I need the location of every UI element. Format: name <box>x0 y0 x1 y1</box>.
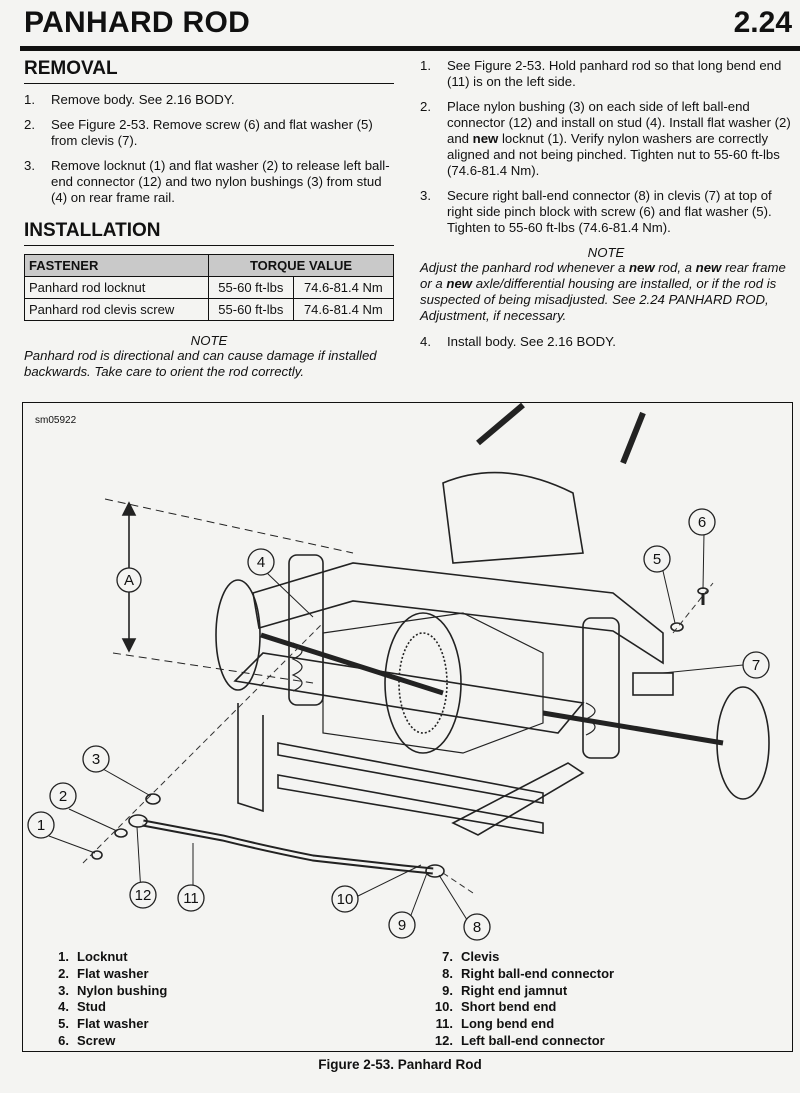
callout-4 <box>247 548 275 576</box>
callout-11 <box>177 884 205 912</box>
callout-6-label: 6 <box>698 514 706 531</box>
legend-item: 3.Nylon bushing <box>58 982 168 998</box>
removal-heading: REMOVAL <box>24 58 394 84</box>
legend-item: 1.Locknut <box>58 949 128 964</box>
left-column: REMOVAL 1.Remove body. See 2.16 BODY. 2.… <box>24 58 395 380</box>
note-text: Panhard rod is directional and can cause… <box>24 348 377 379</box>
callout-12 <box>129 881 157 909</box>
list-item: 4.Install body. See 2.16 BODY. <box>420 334 616 349</box>
callout-10 <box>331 885 359 913</box>
dimension-arrow-top <box>121 501 137 516</box>
clevis-block <box>632 672 674 696</box>
figure-caption: Figure 2-53. Panhard Rod <box>318 1057 482 1072</box>
right-frame-leg <box>451 762 585 836</box>
callout-11-label: 11 <box>183 890 199 907</box>
table-header-torque: TORQUE VALUE <box>208 254 394 277</box>
header-rule <box>20 46 800 51</box>
note2-text: Adjust the panhard rod whenever a new ro… <box>420 260 786 323</box>
table-row: Panhard rod clevis screw 55-60 ft-lbs 74… <box>24 298 395 321</box>
list-item: 1.See Figure 2-53. Hold panhard rod so t… <box>420 58 782 89</box>
callout-7-label: 7 <box>752 657 760 674</box>
callout-8 <box>463 913 491 941</box>
left-brake-disc <box>215 579 261 691</box>
callout-1 <box>27 811 55 839</box>
nylon-bushing <box>145 793 161 805</box>
list-item: 3.Remove locknut (1) and flat washer (2)… <box>24 158 390 205</box>
table-header-fastener: FASTENER <box>24 254 209 277</box>
legend-item: 4.Stud <box>58 999 106 1015</box>
page-title: PANHARD ROD <box>24 6 251 39</box>
figure-id: sm05922 <box>35 415 77 426</box>
callout-2 <box>49 782 77 810</box>
torque-table: FASTENER TORQUE VALUE Panhard rod locknu… <box>24 254 395 321</box>
list-item: 2.See Figure 2-53. Remove screw (6) and … <box>24 117 373 148</box>
callout-2-label: 2 <box>59 788 67 805</box>
legend-item: 11.Long bend end <box>435 1016 555 1032</box>
callout-9-label: 9 <box>398 917 406 934</box>
flat-washer-2 <box>114 828 128 838</box>
callout-7 <box>742 651 770 679</box>
installation-steps-cont: 4.Install body. See 2.16 BODY. <box>420 334 792 350</box>
differential-ring-gear <box>384 612 462 754</box>
callout-9 <box>388 911 416 939</box>
removal-steps: 1.Remove body. See 2.16 BODY. 2.See Figu… <box>24 92 394 206</box>
right-ball-end-connector <box>425 864 445 878</box>
dimension-arrow-bottom <box>121 638 137 653</box>
left-ball-end-connector <box>128 814 148 828</box>
locknut <box>91 850 103 860</box>
legend-item: 9.Right end jamnut <box>442 982 568 998</box>
callout-8-label: 8 <box>473 919 481 936</box>
flat-washer-5 <box>670 622 684 632</box>
legend-item: 10.Short bend end <box>434 999 557 1015</box>
installation-steps: 1.See Figure 2-53. Hold panhard rod so t… <box>420 58 792 236</box>
callout-3 <box>82 745 110 773</box>
note2-title: NOTE <box>587 245 625 260</box>
legend-item: 5.Flat washer <box>58 1016 149 1032</box>
upper-frame <box>252 562 664 665</box>
callout-3-label: 3 <box>92 751 100 768</box>
legend-right: 7.Clevis 8.Right ball-end connector 9.Ri… <box>429 949 614 1050</box>
figure-panel: sm05922 <box>22 402 793 1052</box>
callout-5-label: 5 <box>653 551 661 568</box>
dimension-a-badge <box>116 567 142 593</box>
list-item: 3.Secure right ball-end connector (8) in… <box>420 188 772 235</box>
legend-left: 1.Locknut 2.Flat washer 3.Nylon bushing … <box>45 949 167 1050</box>
dimension-a-label: A <box>124 572 134 589</box>
legend-item: 7.Clevis <box>442 949 500 964</box>
left-shock <box>288 554 324 706</box>
callout-6 <box>688 508 716 536</box>
callout-12-label: 12 <box>135 887 152 904</box>
legend-item: 6.Screw <box>58 1032 116 1048</box>
list-item: 2.Place nylon bushing (3) on each side o… <box>420 99 791 178</box>
table-row: Panhard rod locknut 55-60 ft-lbs 74.6-81… <box>24 276 395 299</box>
installation-heading: INSTALLATION <box>24 220 394 246</box>
legend-item: 12.Left ball-end connector <box>434 1032 605 1048</box>
legend-item: 8.Right ball-end connector <box>442 965 615 981</box>
callout-4-label: 4 <box>257 554 265 571</box>
left-frame-leg <box>237 703 264 813</box>
callout-10-label: 10 <box>337 891 354 908</box>
legend-item: 2.Flat washer <box>58 965 149 981</box>
callout-5 <box>643 545 671 573</box>
right-column: 1.See Figure 2-53. Hold panhard rod so t… <box>420 58 792 359</box>
list-item: 1.Remove body. See 2.16 BODY. <box>24 92 235 107</box>
right-shock <box>582 617 620 759</box>
callout-1-label: 1 <box>37 817 45 834</box>
motor-housing <box>442 471 584 564</box>
note-title: NOTE <box>190 333 228 348</box>
callout-layer: 1 2 3 4 5 6 7 8 9 10 11 12 A <box>27 508 770 941</box>
panhard-rod-illustration <box>48 403 770 924</box>
page-number: 2.24 <box>733 6 792 39</box>
